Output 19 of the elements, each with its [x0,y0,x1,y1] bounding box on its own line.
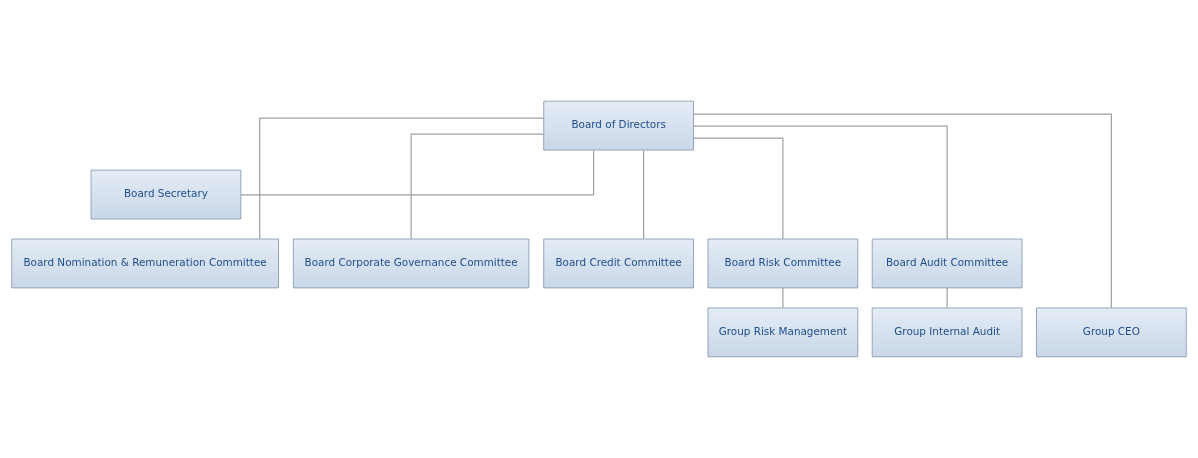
node-box: Board Nomination & Remuneration Committee [11,238,279,289]
connector [693,113,1112,309]
connector [946,287,948,309]
node-box: Board of Directors [543,100,694,151]
node-box: Board Risk Committee [707,238,859,289]
connector [782,287,784,309]
node-box: Board Corporate Governance Committee [292,238,530,289]
node-box: Group Internal Audit [871,307,1023,358]
connector [693,125,948,240]
connector [692,137,784,240]
connector [643,149,645,240]
connector [410,133,545,240]
node-box: Group Risk Management [707,307,859,358]
node-box: Group CEO [1036,307,1187,358]
node-box: Board Secretary [90,169,242,220]
connector [259,117,545,240]
connector [240,149,595,196]
node-box: Board Audit Committee [871,238,1023,289]
node-box: Board Credit Committee [543,238,694,289]
